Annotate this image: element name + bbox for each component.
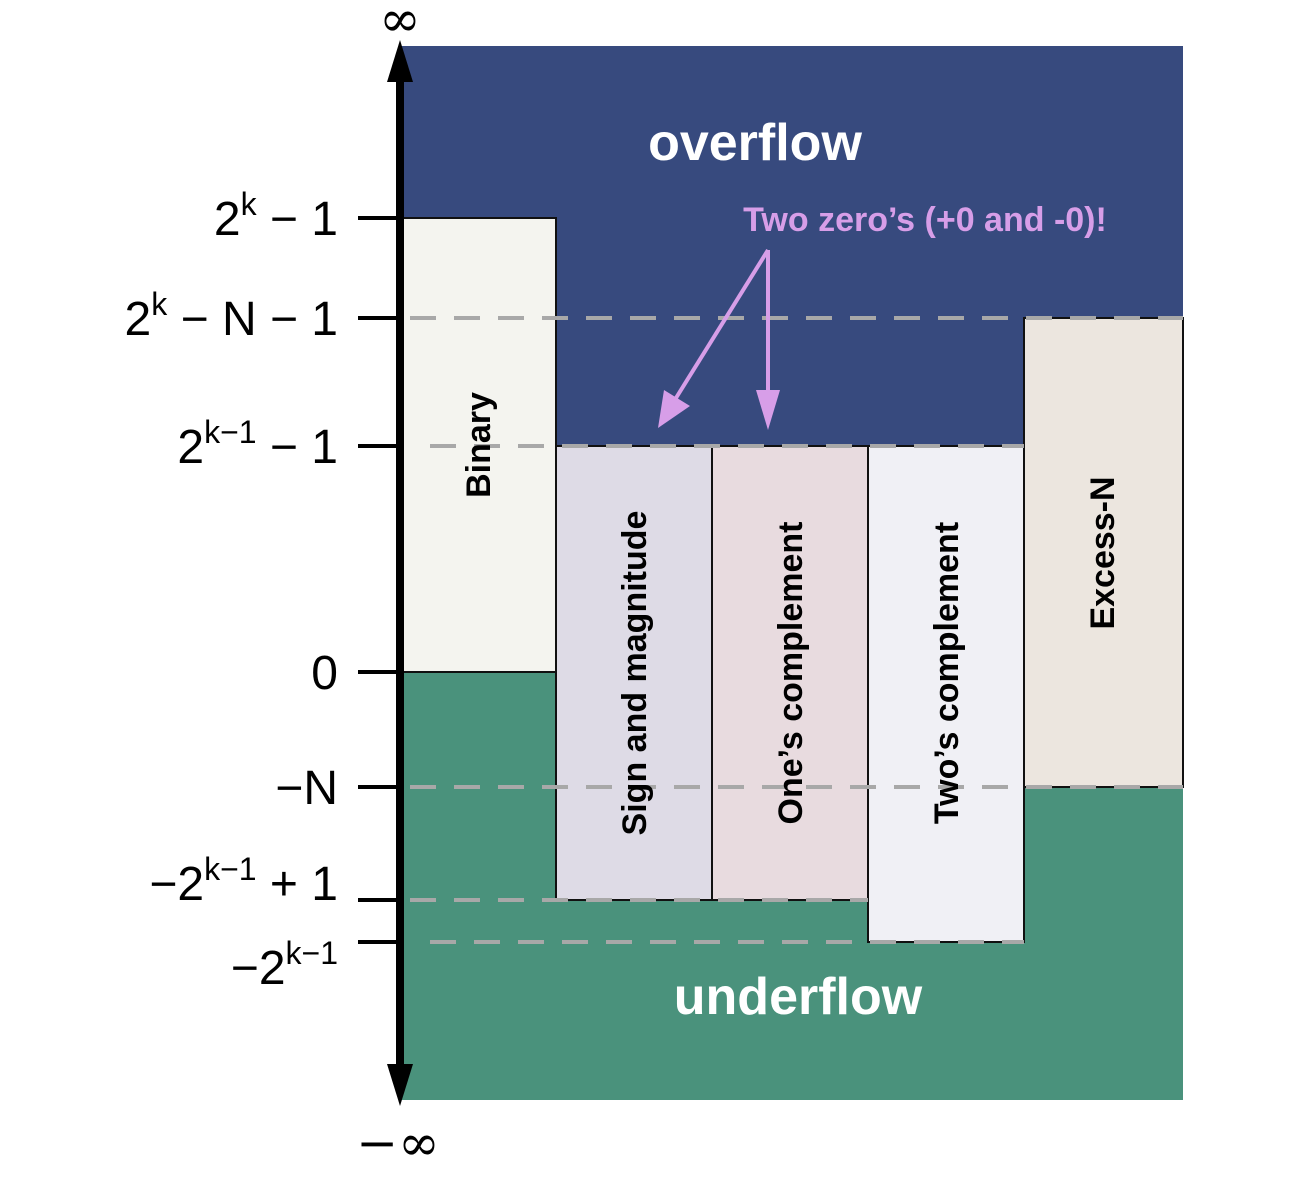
tick-label-zero: 0 [311,647,338,700]
tick-label-minus-2k1-plus-1: −2k−1 + 1 [149,851,338,911]
tick-label-minus-N: −N [275,762,338,815]
sign-magnitude-label: Sign and magnitude [616,511,654,836]
tick-label-2k-N-1: 2k − N − 1 [125,286,338,346]
axis-arrow-up-icon [387,40,413,82]
excess-n-label: Excess-N [1084,476,1122,629]
axis-top-infinity: ∞ [379,0,421,48]
twos-complement-label: Two’s complement [928,522,966,824]
tick-label-2k1-1: 2k−1 − 1 [177,414,338,474]
tick-label-minus-2k1: −2k−1 [231,935,338,995]
axis-bottom-infinity: −∞ [356,1114,440,1172]
arrowhead-down-icon [756,390,780,430]
axis-arrow-down-icon [387,1064,413,1106]
ones-complement-column [711,445,869,901]
ones-complement-label: One’s complement [772,522,810,825]
underflow-label: underflow [674,968,923,1026]
arrowhead-left-icon [658,390,690,428]
annotation-arrow-left [674,248,770,400]
twos-complement-column [867,445,1025,943]
two-zeros-annotation: Two zero’s (+0 and -0)! [743,201,1107,239]
overflow-label: overflow [648,114,862,172]
tick-label-2k-1: 2k − 1 [214,186,338,246]
excess-n-column [1023,317,1184,788]
binary-label: Binary [460,392,498,498]
